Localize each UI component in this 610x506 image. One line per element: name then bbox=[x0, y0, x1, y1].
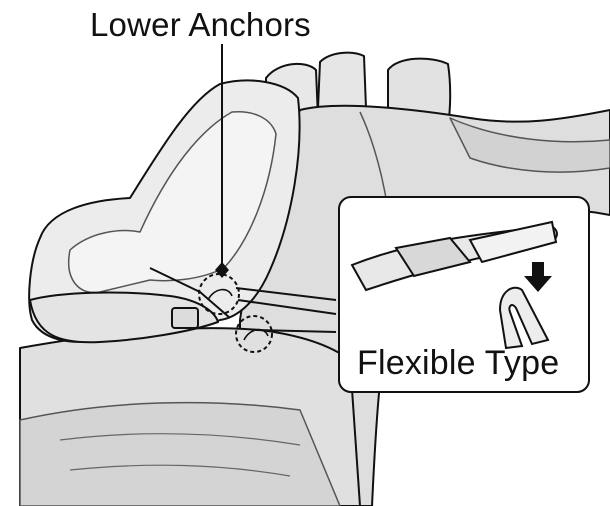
flexible-type-label: Flexible Type bbox=[357, 344, 560, 382]
lower-anchors-label: Lower Anchors bbox=[90, 6, 311, 43]
headrest-center bbox=[317, 51, 367, 112]
cushion-seam bbox=[69, 464, 291, 477]
car-seat-buckle bbox=[171, 307, 199, 329]
highlight-circle-lower bbox=[235, 315, 273, 353]
callout-lines bbox=[221, 44, 337, 333]
inset-connector-bottom bbox=[255, 329, 337, 333]
anchor-hook bbox=[207, 288, 233, 301]
inset-strap-clip bbox=[394, 236, 472, 278]
anchor-hook bbox=[243, 328, 269, 341]
inset-connector-mid bbox=[237, 299, 337, 315]
inset-connector-top bbox=[235, 287, 337, 301]
child-car-seat bbox=[28, 79, 301, 344]
car-seat-inner bbox=[68, 111, 277, 294]
seat-back-bolster bbox=[449, 117, 610, 173]
inset-strap-hook bbox=[468, 220, 558, 264]
flexible-type-inset bbox=[338, 196, 590, 393]
car-seat-base bbox=[29, 291, 219, 344]
cushion-seam bbox=[59, 433, 301, 446]
cushion-front bbox=[19, 401, 341, 506]
inset-anchor-bar bbox=[498, 286, 550, 350]
highlight-circle-upper bbox=[198, 273, 240, 315]
down-arrow-icon bbox=[524, 262, 552, 292]
